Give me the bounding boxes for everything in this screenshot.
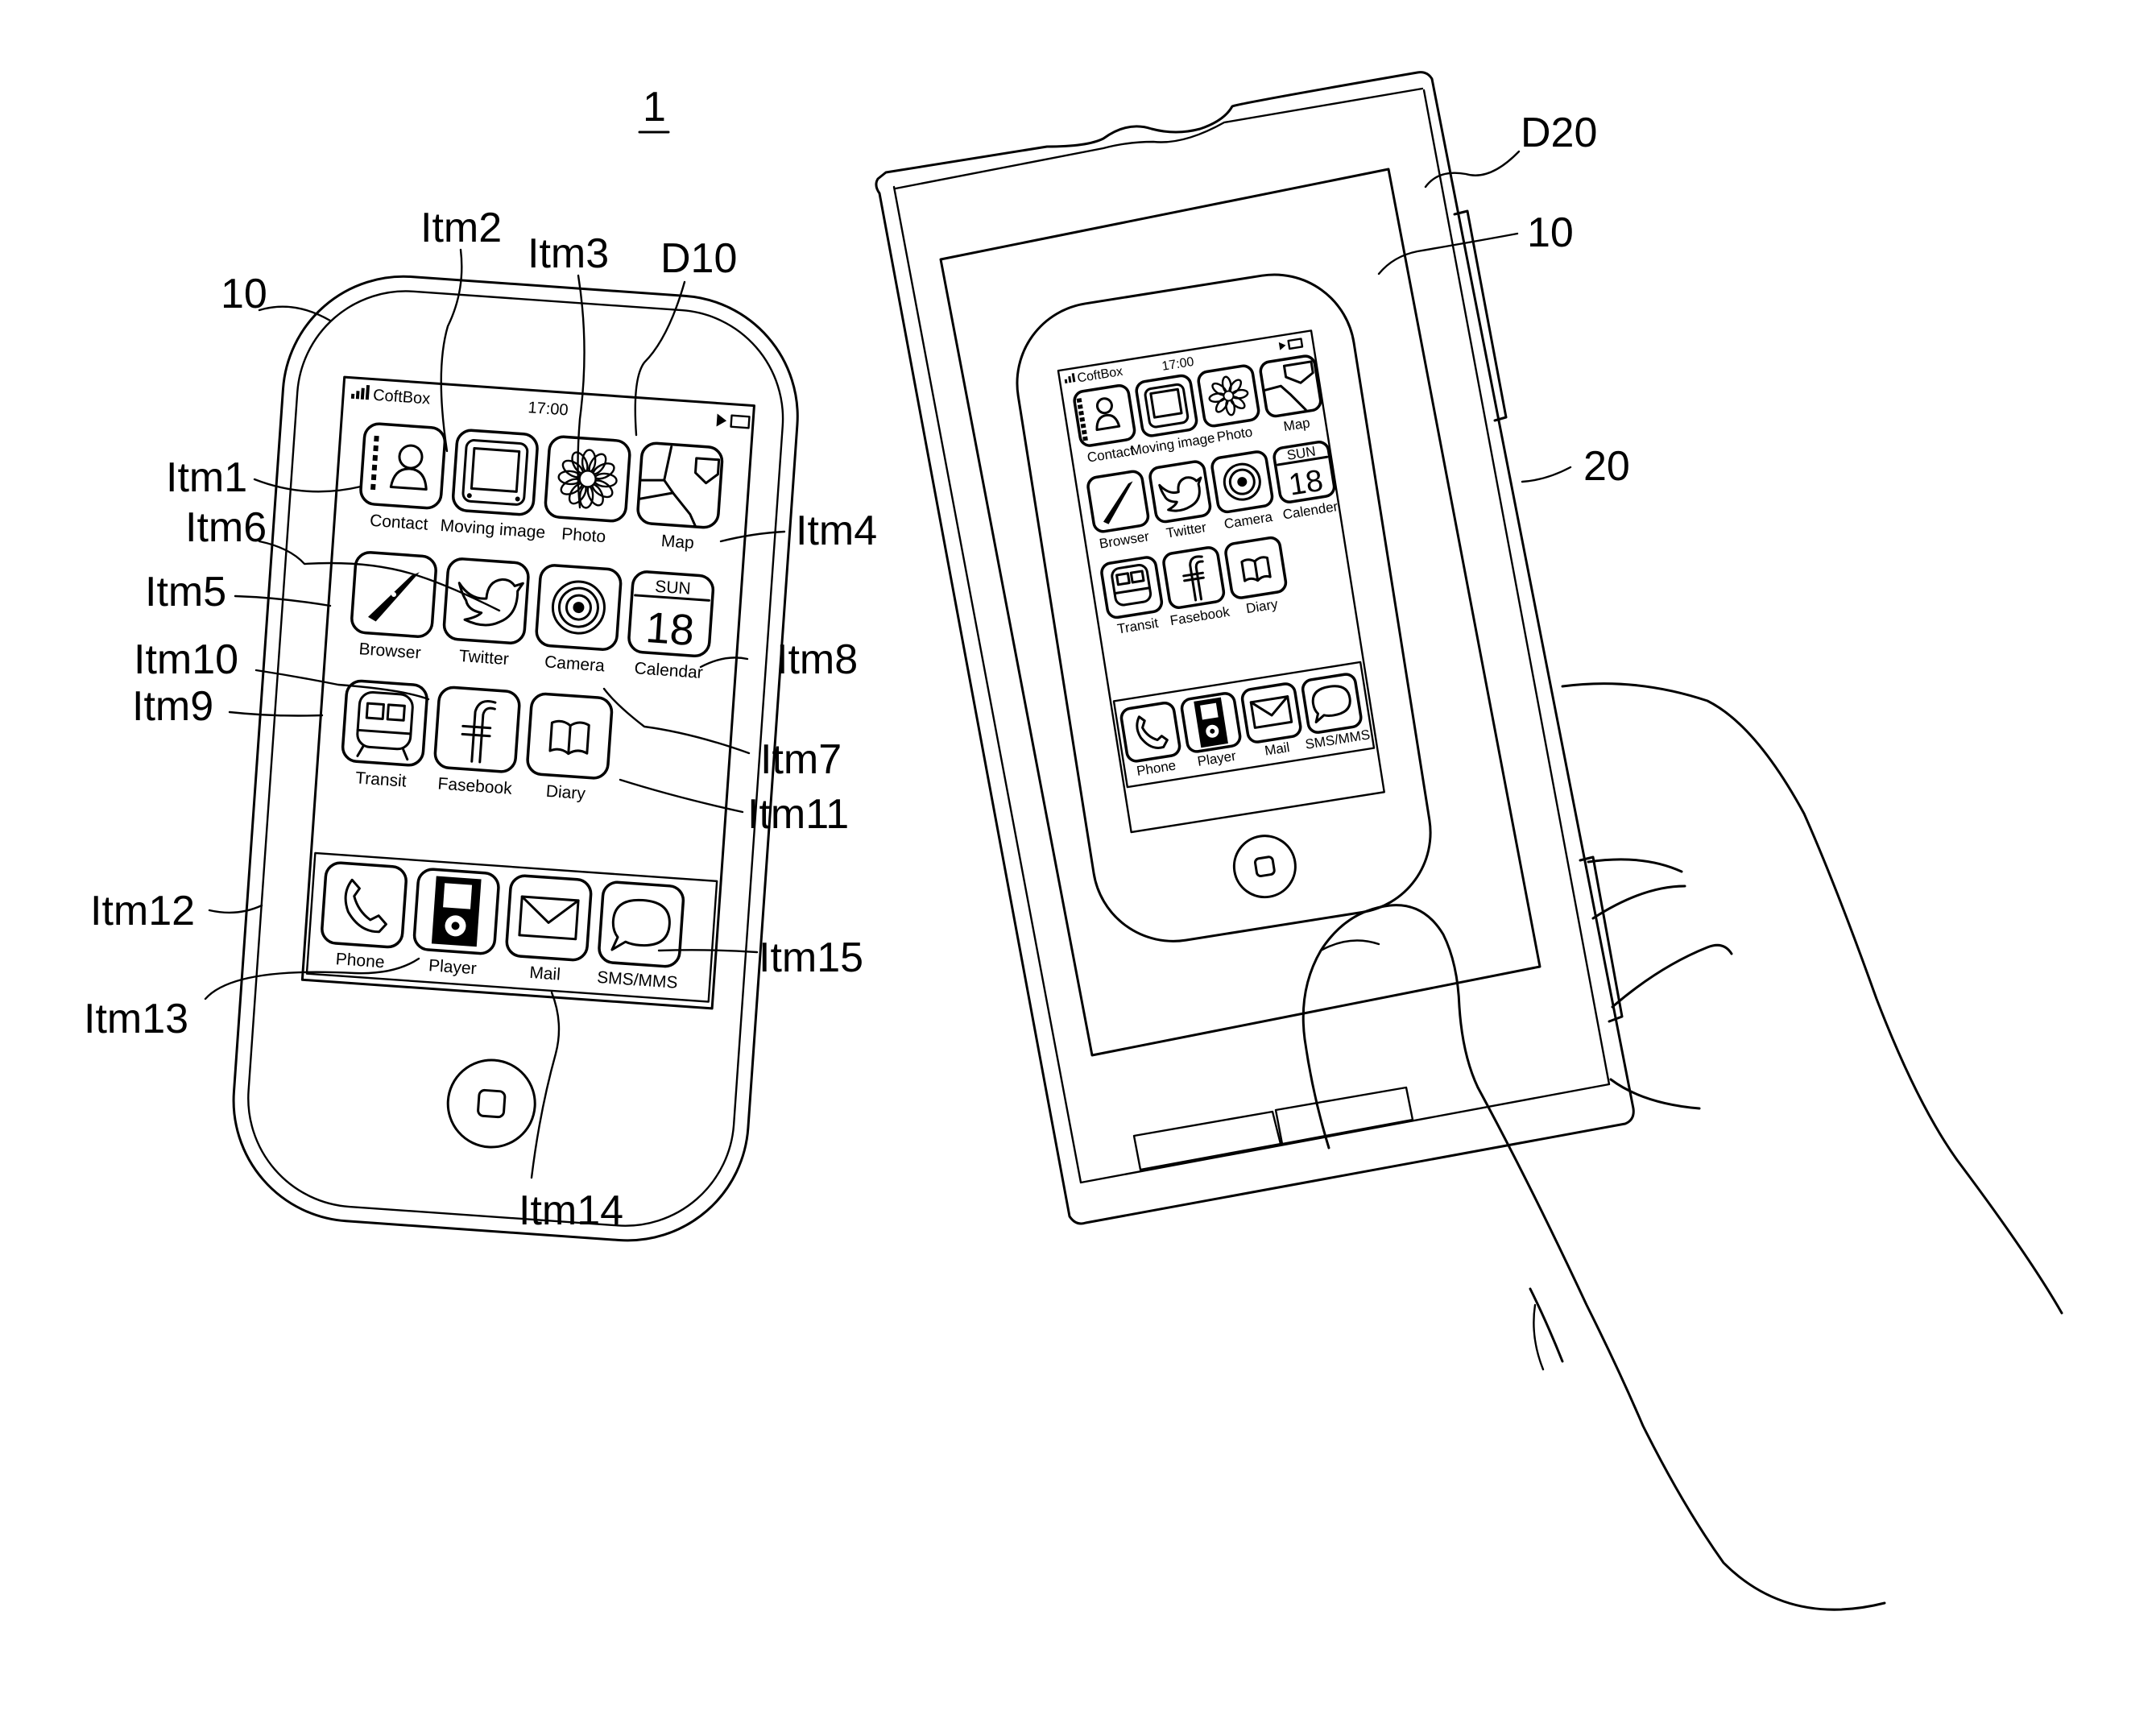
label-itm5: Itm5 [145,569,226,615]
app-camera-label: Camera [544,652,605,675]
app-moving-image-label: Moving image [440,516,546,542]
app-transit[interactable]: Transit [340,680,428,792]
app-twitter[interactable]: Twitter [441,558,529,670]
app-photo-label: Photo [561,524,606,546]
mirror-app-map-label: Map [1282,415,1311,434]
app-map[interactable]: Map [635,442,723,554]
label-itm9: Itm9 [132,683,213,730]
terminal-10: CoftBox 17:00 Contact Movin [226,268,805,1249]
mirror-app-diary-label: Diary [1245,596,1280,616]
label-itm6: Itm6 [185,504,267,551]
app-photo[interactable]: Photo [543,436,631,548]
label-itm7: Itm7 [760,736,842,783]
mirror-app-photo-label: Photo [1216,425,1254,445]
app-map-label: Map [660,532,694,553]
dock-mail-label: Mail [529,963,561,984]
label-terminal-10: 10 [221,271,267,317]
mirror-app-twitter-label: Twitter [1165,520,1208,541]
signal-icon [1064,373,1076,383]
home-button-icon [478,1090,505,1117]
dock-sms-label: SMS/MMS [596,968,678,992]
label-itm4: Itm4 [796,507,877,554]
label-itm11: Itm11 [747,791,849,838]
app-diary[interactable]: Diary [525,693,613,805]
dock-sms[interactable]: SMS/MMS [596,881,684,992]
app-camera[interactable]: Camera [534,565,622,677]
mirror-app-moving-label: Moving image [1129,430,1215,458]
play-icon [717,413,727,427]
app-contact[interactable]: Contact [358,423,446,535]
carrier-name: CoftBox [372,387,431,408]
device-20: CoftBox 17:00 Contact Moving image Photo [876,72,1633,1224]
app-twitter-label: Twitter [458,647,509,669]
dock-phone[interactable]: Phone [320,862,408,973]
app-transit-label: Transit [354,768,407,790]
mirror-dock-mail-label: Mail [1264,739,1291,759]
label-itm10: Itm10 [134,636,238,683]
mirror-time: 17:00 [1161,355,1194,374]
leader-lines-right [1379,151,1570,482]
mirror-carrier: CoftBox [1076,365,1124,386]
player-icon [432,876,482,947]
label-itm15: Itm15 [759,934,863,981]
calendar-day: SUN [655,578,692,599]
label-d20: D20 [1521,110,1597,156]
home-button-icon [1230,831,1300,901]
battery-icon [1289,339,1302,349]
mirror-app-transit-label: Transit [1116,615,1160,637]
calendar-date: 18 [644,603,696,655]
mirror-calendar-date: 18 [1286,464,1325,503]
dock-player-label: Player [428,956,477,978]
dock-mail[interactable]: Mail [504,875,592,986]
app-browser-label: Browser [358,640,421,662]
display-d20 [941,169,1540,1055]
label-itm2: Itm2 [420,205,502,251]
home-button[interactable] [445,1057,538,1150]
label-itm13: Itm13 [84,996,188,1042]
app-facebook-label: Fasebook [437,774,513,797]
dock-phone-label: Phone [335,950,385,971]
status-time: 17:00 [528,399,569,419]
app-facebook[interactable]: Fasebook [432,686,520,798]
play-icon [1279,342,1286,350]
signal-icon [351,384,370,400]
app-diary-label: Diary [545,782,586,803]
figure-number: 1 [643,84,666,130]
label-itm8: Itm8 [776,636,858,683]
hand-illustration [1303,684,2062,1610]
app-contact-label: Contact [369,512,428,534]
dock-player[interactable]: Player [412,868,499,980]
label-terminal-10-mirrored: 10 [1527,209,1574,256]
label-itm1: Itm1 [166,454,247,501]
mirrored-terminal-10: CoftBox 17:00 Contact Moving image Photo [1006,263,1442,953]
callout-labels-right: D20 10 20 [1521,110,1630,490]
battery-icon [731,416,750,429]
label-itm3: Itm3 [528,230,609,277]
label-itm12: Itm12 [90,888,195,934]
app-moving-image[interactable]: Moving image [440,429,552,542]
app-calendar-label: Calendar [634,659,704,682]
label-d10: D10 [660,235,737,282]
label-device-20: 20 [1583,443,1630,490]
label-itm14: Itm14 [519,1187,623,1234]
